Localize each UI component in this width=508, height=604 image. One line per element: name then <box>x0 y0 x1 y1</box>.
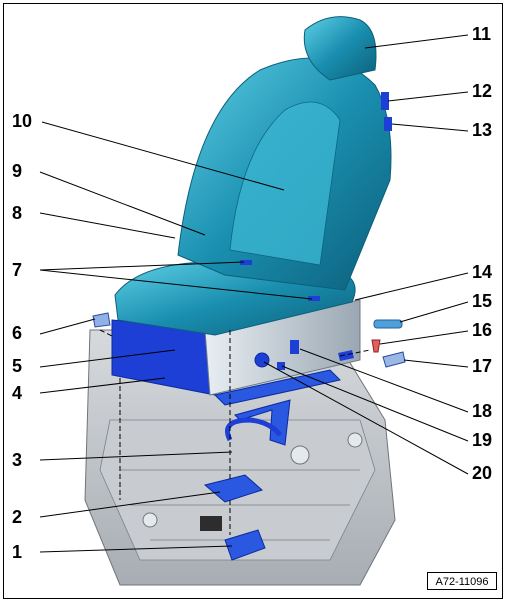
callout-1: 1 <box>12 542 23 562</box>
callout-8: 8 <box>12 203 23 223</box>
right-clip-part <box>382 351 406 368</box>
callout-10: 10 <box>12 111 33 131</box>
callout-4: 4 <box>12 383 23 403</box>
alignment-lines <box>99 329 371 535</box>
right-cover-strip <box>373 319 403 329</box>
callout-11: 11 <box>472 24 492 44</box>
figure-reference: A72-11096 <box>427 572 497 590</box>
callout-13: 13 <box>472 120 493 140</box>
seat-headrest <box>303 16 377 81</box>
battery-box <box>200 516 222 531</box>
floor-hole <box>347 432 363 448</box>
seat-switch <box>290 340 299 354</box>
rail-end-bracket <box>338 350 354 361</box>
callout-19: 19 <box>472 430 493 450</box>
callout-12: 12 <box>472 81 493 101</box>
connector-block <box>224 529 266 561</box>
callout-2: 2 <box>12 507 23 527</box>
callout-5: 5 <box>12 356 23 376</box>
callout-14: 14 <box>472 262 493 282</box>
leader-lines-left <box>39 121 313 553</box>
leader-lines-right <box>263 34 469 475</box>
backrest-switch <box>384 117 392 131</box>
callout-7: 7 <box>12 260 23 280</box>
backrest-switch <box>381 92 389 110</box>
floor-hole <box>290 445 310 465</box>
backrest-clip <box>308 296 320 301</box>
seat-rail <box>213 369 342 406</box>
seat-switch <box>254 352 270 368</box>
backrest-clip <box>240 260 252 265</box>
callout-15: 15 <box>472 291 493 311</box>
seat-switch <box>277 362 285 370</box>
left-trim-cap <box>92 312 111 328</box>
backrest-center-panel <box>229 101 341 266</box>
callout-9: 9 <box>12 161 23 181</box>
bolt-part <box>371 339 381 353</box>
control-unit <box>203 474 263 503</box>
harness <box>225 417 282 442</box>
callout-16: 16 <box>472 320 493 340</box>
callout-3: 3 <box>12 450 23 470</box>
callout-18: 18 <box>472 401 493 421</box>
callout-20: 20 <box>472 463 493 483</box>
callout-17: 17 <box>472 356 493 376</box>
floor-hole <box>142 512 158 528</box>
callout-6: 6 <box>12 323 23 343</box>
